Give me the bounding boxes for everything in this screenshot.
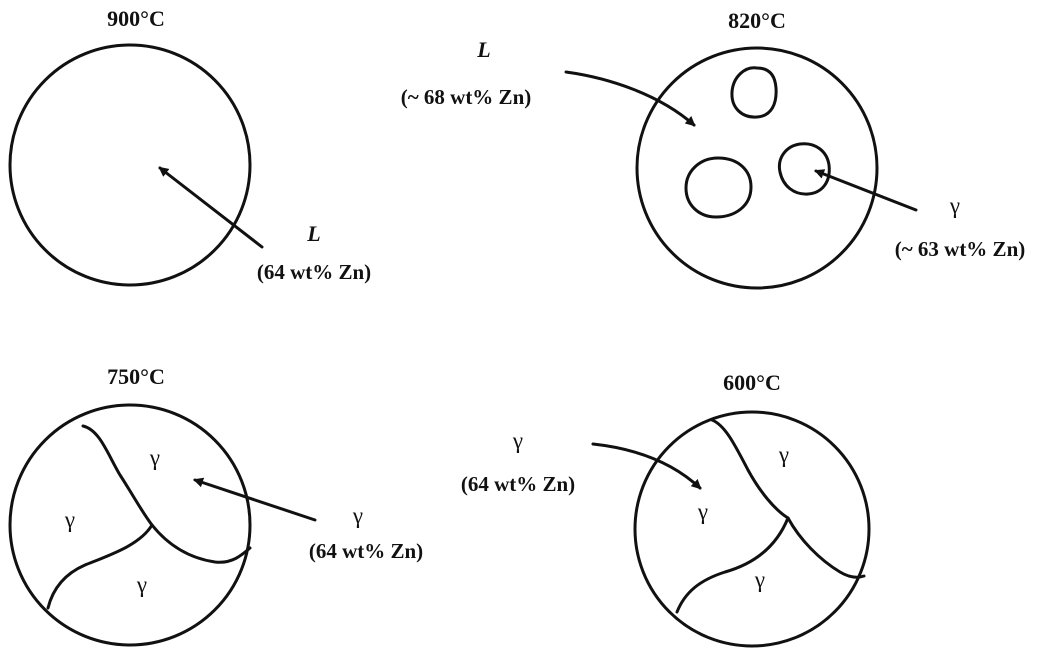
grain-label-bottom-750: γ [136, 572, 147, 597]
grain-boundary-lower-600 [675, 516, 790, 614]
arrow-phase-label-750: γ [352, 503, 363, 528]
liquid-phase-label-820: L [476, 37, 490, 62]
grain-label-left-750: γ [64, 507, 75, 532]
microstructure-circle-900 [8, 43, 252, 287]
liquid-composition-label-820: (~ 68 wt% Zn) [401, 85, 532, 109]
gamma-particle-right [777, 142, 831, 196]
gamma-particle-left [684, 156, 753, 219]
grain-boundary-upper-600 [710, 418, 790, 520]
composition-label-900: (64 wt% Zn) [257, 260, 371, 284]
arrow-composition-label-750: (64 wt% Zn) [309, 539, 423, 563]
solid-composition-label-820: (~ 63 wt% Zn) [895, 237, 1026, 261]
phase-arrow-900 [158, 166, 264, 249]
grain-label-left-600: γ [697, 499, 708, 524]
temperature-label-600: 600°C [723, 370, 781, 395]
arrow-composition-label-600: (64 wt% Zn) [461, 472, 575, 496]
temperature-label-820: 820°C [728, 8, 786, 33]
grain-boundary-upper [81, 424, 154, 527]
gamma-particle-top [730, 66, 778, 119]
liquid-arrow-820 [564, 70, 696, 127]
panel-900c: 900°C L (64 wt% Zn) [8, 6, 371, 287]
grain-label-top-750: γ [149, 445, 160, 470]
panel-820c: 820°C L (~ 68 wt% Zn) γ (~ 63 wt% Zn) [401, 8, 1026, 290]
grain-label-top-600: γ [778, 442, 789, 467]
temperature-label-750: 750°C [107, 364, 165, 389]
phase-arrow-600 [591, 442, 702, 490]
grain-boundary-lower [46, 523, 154, 610]
microstructure-circle-750 [8, 403, 252, 647]
arrow-phase-label-600: γ [512, 428, 523, 453]
microstructure-circle-600 [633, 410, 871, 648]
solid-phase-label-820: γ [949, 193, 960, 218]
phase-label-900: L [306, 221, 320, 246]
temperature-label-900: 900°C [107, 6, 165, 31]
panel-750c: 750°C γ γ γ γ (64 wt% Zn) [8, 364, 423, 647]
grain-boundary-right-600 [786, 516, 866, 579]
panel-600c: 600°C γ γ γ γ (64 wt% Zn) [461, 370, 871, 648]
grain-label-bottom-600: γ [754, 567, 765, 592]
gamma-arrow-820 [814, 169, 918, 212]
phase-arrow-750 [193, 477, 317, 522]
microstructure-circle-820 [635, 46, 879, 290]
grain-boundary-right [150, 523, 252, 564]
